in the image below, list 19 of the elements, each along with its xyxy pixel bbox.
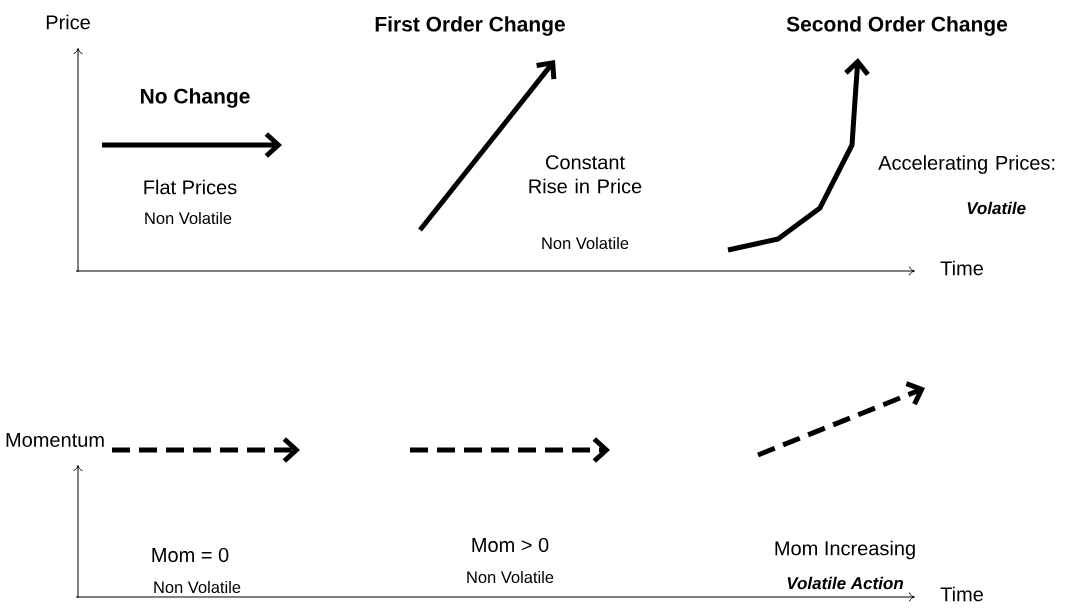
heading: First Order Change xyxy=(375,16,565,36)
caption: Non Volatile xyxy=(154,580,241,594)
heading: Second Order Change xyxy=(786,16,1008,36)
caption: Constant Rise in Price xyxy=(529,155,642,194)
axis-label: Momentum xyxy=(6,433,104,447)
caption: Non Volatile xyxy=(467,570,554,584)
caption: Non Volatile xyxy=(145,211,232,225)
caption: Mom = 0 xyxy=(152,547,229,563)
caption: Volatile xyxy=(967,201,1026,215)
axis-label: Time xyxy=(940,586,983,602)
caption: Mom Increasing xyxy=(775,540,915,560)
caption: Volatile Action xyxy=(787,576,903,590)
caption: Flat Prices xyxy=(144,179,237,195)
axis-label: Time xyxy=(940,260,983,276)
axis-label: Price xyxy=(46,14,90,30)
heading: No Change xyxy=(141,88,250,108)
caption: Mom > 0 xyxy=(472,537,549,553)
caption: Accelerating Prices: xyxy=(878,155,1055,174)
caption: Non Volatile xyxy=(542,236,629,250)
